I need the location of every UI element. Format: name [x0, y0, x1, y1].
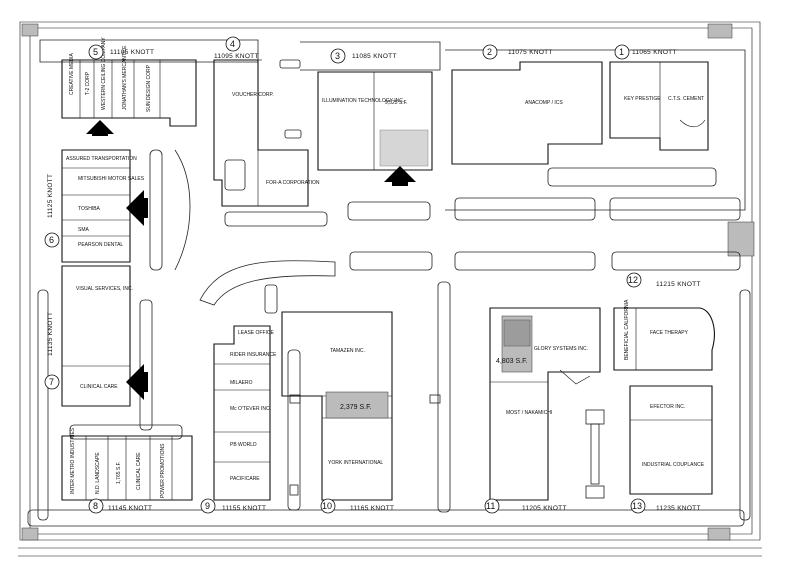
tenant-voucher-corp: VOUCHER CORP. [232, 92, 274, 98]
building-1: KEY PRESTIGE C.T.S. CEMENT [609, 61, 709, 151]
building-12: BENEFICIAL CALIFORNIA FACE THERAPY [613, 299, 715, 371]
building-3: ILLUMINATION TECHNOLOGY INC. 9,525 S.F. [317, 71, 433, 171]
building-10: TAMAZEN INC. 2,379 S.F. YORK INTERNATION… [281, 311, 393, 501]
marker-6: 6 [49, 235, 54, 245]
area-9525: 9,525 S.F. [385, 100, 408, 106]
address-11215: 11215 KNOTT [656, 281, 701, 288]
marker-8: 8 [93, 501, 98, 511]
building-11: GLORY SYSTEMS INC. 4,803 S.F. MOST / NAK… [489, 307, 601, 501]
marker-4: 4 [230, 39, 235, 49]
entry-island [585, 409, 605, 499]
marker-3: 3 [335, 51, 340, 61]
tenant-tamazen: TAMAZEN INC. [330, 348, 365, 354]
area-2379: 2,379 S.F. [340, 404, 372, 411]
tenant-visual-services: VISUAL SERVICES, INC. [76, 286, 133, 292]
tenant-sun-design: SUN DESIGN CORP [146, 64, 152, 112]
marker-2: 2 [487, 47, 492, 57]
address-11145: 11145 KNOTT [108, 505, 152, 512]
tenant-clinical-care-b: CLINICAL CARE [136, 452, 142, 490]
building-4: VOUCHER CORP. FOR-A CORPORATION [213, 59, 320, 207]
tenant-york: YORK INTERNATIONAL [328, 460, 383, 466]
address-11235: 11235 KNOTT [656, 505, 701, 512]
entrance-arrow [86, 120, 114, 136]
building-markers: 1 2 3 4 5 6 7 8 9 10 11 12 13 [44, 36, 646, 514]
tenant-key-prestige: KEY PRESTIGE [624, 96, 661, 102]
tenant-pb-world: PB WORLD [230, 442, 257, 448]
marker-1: 1 [619, 47, 624, 57]
marker-10: 10 [322, 501, 332, 511]
tenant-efector: EFECTOR INC. [650, 404, 685, 410]
address-11205: 11205 KNOTT [522, 505, 567, 512]
tenant-pearson: PEARSON DENTAL [78, 242, 123, 248]
tenant-mitsubishi: MITSUBISHI MOTOR SALES [78, 176, 145, 182]
tenant-illumination: ILLUMINATION TECHNOLOGY INC. [322, 98, 404, 104]
entrance-arrow [384, 166, 416, 186]
tenant-pacificare: PACIFICARE [230, 476, 260, 482]
tenant-toshiba: TOSHIBA [78, 206, 101, 212]
tenant-rider-insurance: RIDER INSURANCE [230, 352, 277, 358]
tenant-glory: GLORY SYSTEMS INC. [534, 346, 588, 352]
tenant-creative-media: CREATIVE MEDIA [69, 52, 75, 95]
tenant-cts-cement: C.T.S. CEMENT [668, 96, 704, 102]
marker-5: 5 [93, 47, 98, 57]
site-boundary [18, 21, 762, 557]
area-1765: 1,765 S.F. [116, 461, 122, 484]
address-11155: 11155 KNOTT [222, 505, 266, 512]
marker-9: 9 [205, 501, 210, 511]
address-labels: 11065 KNOTT 11075 KNOTT 11085 KNOTT 1109… [47, 49, 701, 512]
address-11135: 11135 KNOTT [47, 312, 54, 356]
building-8: INTER METRO INDUSTRIES N.D. LANDSCAPE 1,… [61, 427, 193, 501]
tenant-milaero: MILAERO [230, 380, 253, 386]
tenant-inter-metro: INTER METRO INDUSTRIES [70, 427, 76, 494]
parking-lots [27, 39, 751, 527]
tenant-for-a-corp: FOR-A CORPORATION [266, 180, 320, 186]
tenant-assured: ASSURED TRANSPORTATION [66, 156, 137, 162]
building-6: ASSURED TRANSPORTATION MITSUBISHI MOTOR … [61, 149, 145, 263]
marker-7: 7 [49, 377, 54, 387]
tenant-lease-office: LEASE OFFICE [238, 330, 275, 336]
tenant-sma: SMA [78, 227, 90, 233]
entrance-arrow [126, 190, 148, 226]
building-9: LEASE OFFICE RIDER INSURANCE MILAERO Mc … [213, 325, 277, 501]
entrance-arrow [126, 364, 148, 400]
tenant-western-ceiling: WESTERN CEILING COMPANY [101, 37, 107, 110]
tenant-industrial-coupling: INDUSTRIAL COUPLANCE [642, 462, 705, 468]
building-7: VISUAL SERVICES, INC. CLINICAL CARE [61, 265, 133, 407]
tenant-most-nakamichi: MOST / NAKAMICHI [506, 410, 552, 416]
address-11065: 11065 KNOTT [632, 49, 677, 56]
address-11075: 11075 KNOTT [508, 49, 553, 56]
address-11165: 11165 KNOTT [350, 505, 394, 512]
marker-11: 11 [486, 501, 495, 511]
tenant-mcotever: Mc O'TEVER INC. [230, 406, 271, 412]
tenant-t2-corp: T-2 CORP [85, 71, 91, 95]
building-2: ANACOMP / ICS [451, 61, 603, 165]
area-4803: 4,803 S.F. [496, 358, 528, 365]
tenant-anacomp: ANACOMP / ICS [525, 100, 563, 106]
tenant-face-therapy: FACE THERAPY [650, 330, 689, 336]
address-11085: 11085 KNOTT [352, 53, 397, 60]
building-13: EFECTOR INC. INDUSTRIAL COUPLANCE [629, 385, 713, 495]
tenant-clinical-care: CLINICAL CARE [80, 384, 118, 390]
building-5: CREATIVE MEDIA T-2 CORP WESTERN CEILING … [61, 37, 197, 127]
address-11095: 11095 KNOTT [214, 53, 259, 60]
tenant-power-promotions: POWER PROMOTIONS [160, 443, 166, 498]
address-11125: 11125 KNOTT [47, 174, 54, 218]
tenant-jonathans: JONATHAN'S MERCANTILE [122, 45, 128, 110]
tenant-nd-landscape: N.D. LANDSCAPE [95, 452, 101, 494]
marker-13: 13 [632, 501, 642, 511]
marker-12: 12 [628, 275, 638, 285]
tenant-beneficial: BENEFICIAL CALIFORNIA [624, 299, 630, 360]
address-11105: 11105 KNOTT [110, 49, 154, 56]
